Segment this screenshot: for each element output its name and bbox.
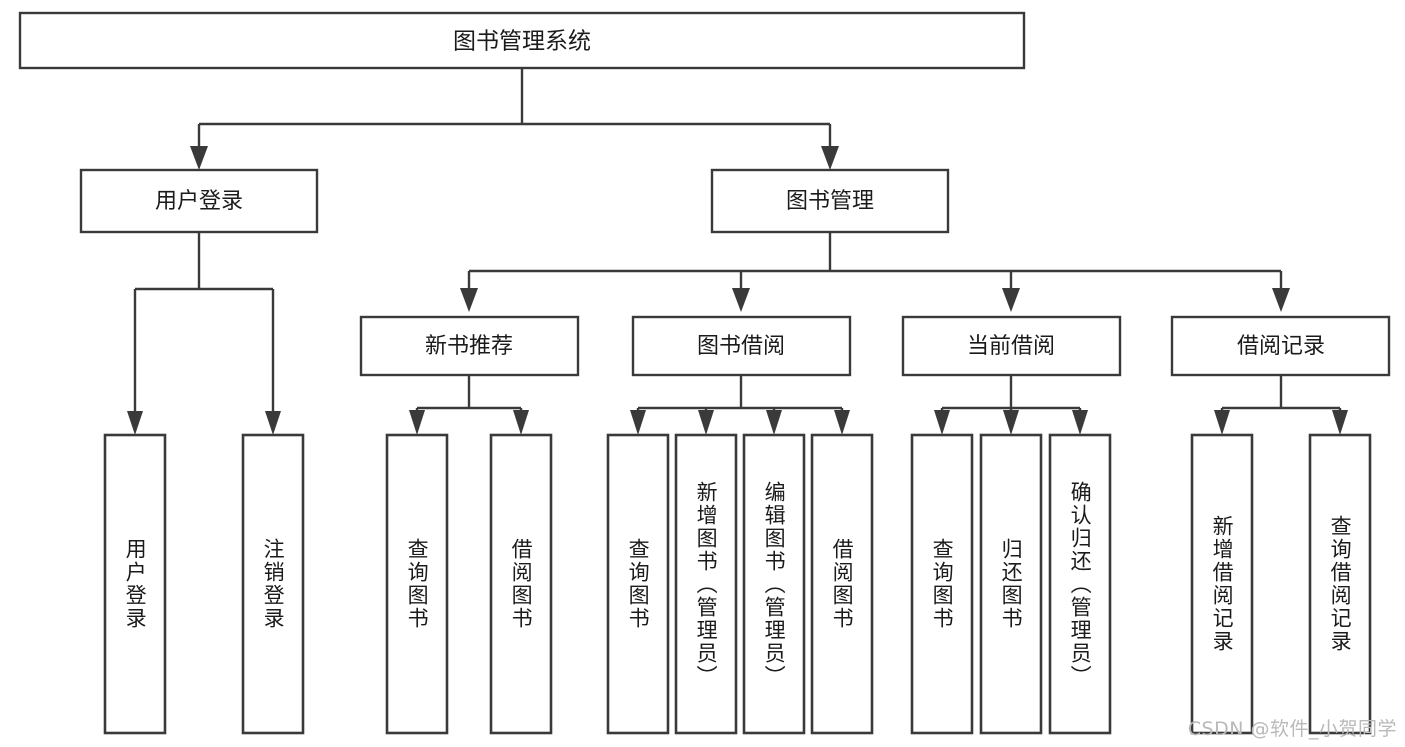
leaf-box-book-borrow-2[interactable] <box>742 433 806 735</box>
arrow-head-user-login <box>190 146 208 170</box>
leaf-label-current-borrow-2: 确认归还（管理员） <box>1068 480 1093 688</box>
arrow-head-leaf-user-login-1 <box>265 411 281 435</box>
node-book-management-label: 图书管理 <box>786 189 874 214</box>
leaf-box-new-book-recommend-1[interactable] <box>489 433 553 735</box>
leaf-box-current-borrow-2[interactable] <box>1048 433 1112 735</box>
node-new-book-recommend-box[interactable] <box>359 315 580 377</box>
leaf-label-current-borrow-1: 归还图书 <box>999 538 1024 630</box>
arrow-head-leaf-bb-0 <box>630 410 646 435</box>
node-user-login[interactable]: 用户登录 <box>79 168 319 234</box>
arrow-head-leaf-nbr-1 <box>513 410 529 435</box>
leaf-box-borrow-record-1[interactable] <box>1308 433 1372 735</box>
leaf-box-book-borrow-1[interactable] <box>674 433 738 735</box>
leaf-label-book-borrow-3: 借阅图书 <box>830 538 855 630</box>
arrow-head-leaf-br-1 <box>1332 410 1348 435</box>
arrow-head-book-mgmt <box>821 146 839 170</box>
leaf-node-book-borrow-2[interactable]: 编辑图书（管理员） <box>742 433 806 735</box>
node-book-management-box[interactable] <box>710 168 950 234</box>
arrow-head-leaf-cb-0 <box>934 410 950 435</box>
leaf-node-borrow-record-1[interactable]: 查询借阅记录 <box>1308 433 1372 735</box>
arrow-head-leaf-cb-2 <box>1072 410 1088 435</box>
connector-group-book-mgmt <box>460 232 1290 312</box>
leaf-node-current-borrow-1[interactable]: 归还图书 <box>979 433 1043 735</box>
leaf-node-current-borrow-2[interactable]: 确认归还（管理员） <box>1048 433 1112 735</box>
leaf-node-user-login-0[interactable]: 用户登录 <box>103 433 167 735</box>
node-book-borrow-label: 图书借阅 <box>697 334 785 359</box>
leaf-label-new-book-recommend-1: 借阅图书 <box>509 538 534 630</box>
leaf-box-borrow-record-0[interactable] <box>1190 433 1254 735</box>
leaf-label-new-book-recommend-0: 查询图书 <box>405 538 430 630</box>
connector-group-book-borrow <box>630 375 850 435</box>
arrow-head-leaf-cb-1 <box>1003 410 1019 435</box>
arrow-head-leaf-br-0 <box>1214 410 1230 435</box>
node-new-book-recommend-label: 新书推荐 <box>425 334 513 359</box>
leaf-box-user-login-1[interactable] <box>241 433 305 735</box>
leaf-label-book-borrow-1: 新增图书（管理员） <box>694 480 719 688</box>
arrow-head-leaf-bb-1 <box>698 410 714 435</box>
leaf-label-book-borrow-0: 查询图书 <box>626 538 651 630</box>
arrow-head-borrow-record <box>1272 288 1290 312</box>
leaf-node-new-book-recommend-1[interactable]: 借阅图书 <box>489 433 553 735</box>
connector-group-borrow-record <box>1214 375 1348 435</box>
connector-group-new-book-recommend <box>409 375 529 435</box>
leaf-node-book-borrow-0[interactable]: 查询图书 <box>606 433 670 735</box>
arrow-head-current-borrow <box>1002 288 1020 312</box>
leaf-node-book-borrow-1[interactable]: 新增图书（管理员） <box>674 433 738 735</box>
arrow-head-leaf-user-login-0 <box>127 411 143 435</box>
node-new-book-recommend[interactable]: 新书推荐 <box>359 315 580 377</box>
node-current-borrow-label: 当前借阅 <box>967 334 1055 359</box>
leaf-box-new-book-recommend-0[interactable] <box>385 433 449 735</box>
node-borrow-record[interactable]: 借阅记录 <box>1170 315 1391 377</box>
node-root-book-management-system[interactable]: 图书管理系统 <box>18 11 1026 70</box>
connector-group-current-borrow <box>934 375 1088 435</box>
leaf-label-user-login-0: 用户登录 <box>123 538 148 630</box>
leaf-box-current-borrow-0[interactable] <box>910 433 974 735</box>
connector-group-user-login <box>127 232 281 435</box>
connector-group-root <box>190 68 839 170</box>
leaf-label-borrow-record-1: 查询借阅记录 <box>1328 515 1353 653</box>
leaf-node-user-login-1[interactable]: 注销登录 <box>241 433 305 735</box>
node-current-borrow-box[interactable] <box>901 315 1122 377</box>
node-book-management[interactable]: 图书管理 <box>710 168 950 234</box>
leaf-node-new-book-recommend-0[interactable]: 查询图书 <box>385 433 449 735</box>
leaf-node-book-borrow-3[interactable]: 借阅图书 <box>810 433 874 735</box>
leaf-node-current-borrow-0[interactable]: 查询图书 <box>910 433 974 735</box>
leaf-box-user-login-0[interactable] <box>103 433 167 735</box>
node-book-borrow[interactable]: 图书借阅 <box>631 315 852 377</box>
leaf-label-user-login-1: 注销登录 <box>261 538 286 630</box>
arrow-head-leaf-nbr-0 <box>409 410 425 435</box>
node-book-borrow-box[interactable] <box>631 315 852 377</box>
node-root-box[interactable] <box>18 11 1026 70</box>
leaf-label-book-borrow-2: 编辑图书（管理员） <box>762 480 787 688</box>
node-current-borrow[interactable]: 当前借阅 <box>901 315 1122 377</box>
leaf-node-borrow-record-0[interactable]: 新增借阅记录 <box>1190 433 1254 735</box>
leaf-label-borrow-record-0: 新增借阅记录 <box>1210 515 1235 653</box>
leaf-box-book-borrow-0[interactable] <box>606 433 670 735</box>
node-root-label: 图书管理系统 <box>453 29 591 55</box>
node-borrow-record-label: 借阅记录 <box>1237 334 1325 359</box>
node-user-login-box[interactable] <box>79 168 319 234</box>
leaf-box-book-borrow-3[interactable] <box>810 433 874 735</box>
node-borrow-record-box[interactable] <box>1170 315 1391 377</box>
leaf-box-current-borrow-1[interactable] <box>979 433 1043 735</box>
arrow-head-new-book-recommend <box>460 288 478 312</box>
leaf-label-current-borrow-0: 查询图书 <box>930 538 955 630</box>
arrow-head-book-borrow <box>732 288 750 312</box>
arrow-head-leaf-bb-2 <box>766 410 782 435</box>
node-user-login-label: 用户登录 <box>155 189 243 214</box>
arrow-head-leaf-bb-3 <box>834 410 850 435</box>
